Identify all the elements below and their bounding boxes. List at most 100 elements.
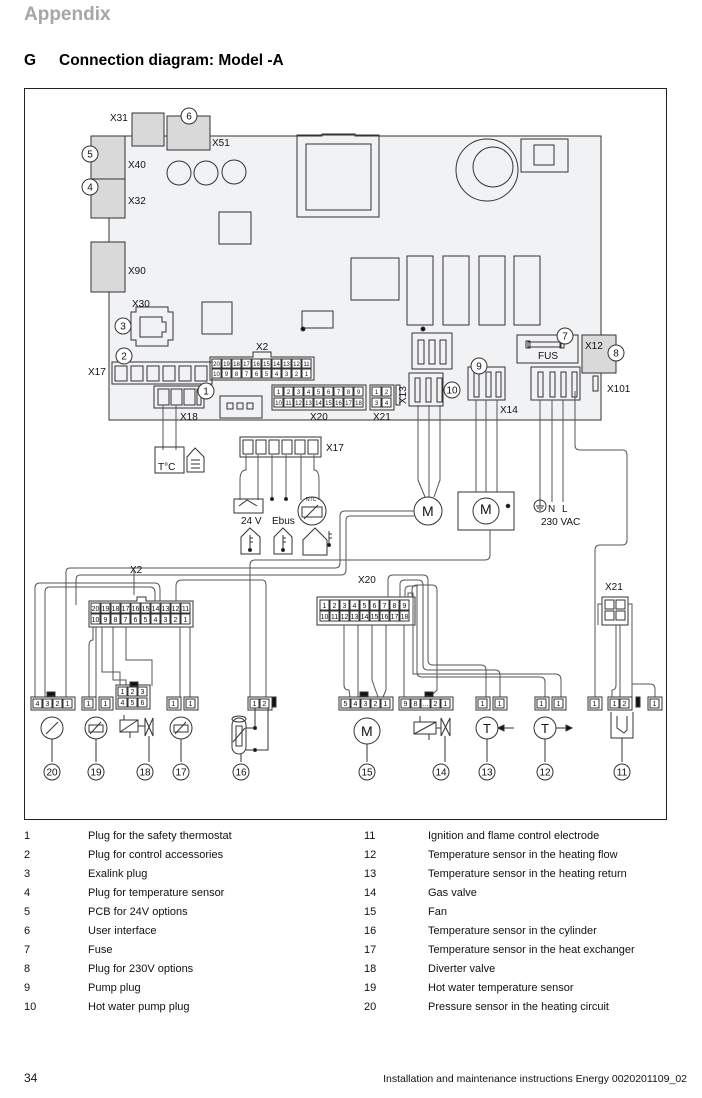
svg-text:3: 3 [164,617,168,624]
x2-pin: 1 [180,613,191,625]
x20-pin: 1 [319,599,330,611]
svg-text:5: 5 [131,700,135,707]
connector-x13 [408,372,444,407]
x2-pin: 4 [271,368,282,379]
x2-pin: 8 [110,613,121,625]
x2-pin: 20 [211,358,222,369]
svg-text:17: 17 [391,614,399,621]
callout-19: 19 [87,763,105,781]
x20-pin: 3 [339,599,350,611]
plug-electrode-b-pin: 2 [619,698,630,709]
label-ntc: NTC [306,497,317,503]
svg-text:15: 15 [263,362,270,368]
plug-electrode-c-pin: 1 [649,698,660,709]
label-x17-board: X17 [88,367,106,378]
svg-text:10: 10 [321,614,329,621]
svg-text:2: 2 [385,390,389,396]
svg-text:2: 2 [374,701,378,708]
svg-text:4: 4 [121,700,125,707]
svg-text:6: 6 [373,603,377,610]
capacitor [221,159,247,185]
svg-text:5: 5 [87,150,93,161]
x2-pin: 9 [221,368,232,379]
svg-text:9: 9 [357,390,361,396]
x20-pin: 2 [283,386,294,397]
callout-18: 18 [136,763,154,781]
svg-text:12: 12 [341,614,349,621]
x17-pin [194,365,208,382]
svg-text:7: 7 [562,332,568,343]
relay [350,257,400,301]
svg-text:3: 3 [297,390,301,396]
svg-text:9: 9 [476,362,482,373]
label-fan: M [361,723,373,739]
callout-9: 9 [470,357,488,375]
svg-text:4: 4 [36,701,40,708]
svg-text:1: 1 [203,387,209,398]
connector-x21 [601,596,629,626]
callout-15: 15 [358,763,376,781]
svg-text:14: 14 [315,401,322,407]
x20-pin: 2 [329,599,340,611]
svg-text:2: 2 [121,352,127,363]
x2-pin: 3 [160,613,171,625]
x20-pin: 5 [359,599,370,611]
label-x2: X2 [130,565,143,576]
svg-text:1: 1 [498,701,502,708]
svg-text:1: 1 [384,701,388,708]
x2-pin: 11 [180,602,191,614]
transformer [296,134,380,218]
plug-fan-pin: 2 [370,698,381,709]
svg-text:1: 1 [613,701,617,708]
svg-text:12: 12 [293,362,300,368]
x2-pin: 2 [170,613,181,625]
section-letter: G [24,52,37,69]
diverter-pin: 2 [127,686,138,697]
svg-text:12: 12 [539,768,551,779]
svg-text:12: 12 [172,606,180,613]
x2-pin: 4 [150,613,161,625]
cylinder-sensor-icon [231,717,247,755]
callout-10: 10 [443,381,461,399]
label-x21-board: X21 [373,412,391,423]
svg-text:3: 3 [285,372,289,378]
svg-text:16: 16 [335,401,342,407]
svg-text:11: 11 [285,401,292,407]
svg-text:13: 13 [283,362,290,368]
svg-text:10: 10 [92,617,100,624]
svg-text:2: 2 [287,390,291,396]
x20-pin: 13 [303,397,314,408]
x20-pin: 14 [359,610,370,622]
label-motor-hw-pump: M [422,503,434,519]
svg-text:...: ... [423,701,429,708]
svg-text:2: 2 [263,701,267,708]
label-x13: X13 [398,386,409,404]
svg-text:4: 4 [275,372,279,378]
svg-text:7: 7 [383,603,387,610]
svg-text:16: 16 [235,768,247,779]
svg-text:9: 9 [225,372,229,378]
svg-text:1: 1 [653,701,657,708]
label-fus: FUS [538,351,558,362]
x2-pin: 10 [90,613,101,625]
svg-text:1: 1 [375,390,379,396]
callout-2: 2 [115,347,133,365]
connector-x90 [90,241,126,293]
svg-text:1: 1 [87,701,91,708]
svg-text:10: 10 [213,372,220,378]
plug-gas-valve-pin: 9 [400,698,411,709]
svg-text:13: 13 [481,768,493,779]
x17-pin [255,439,267,455]
plug-pressure-sensor-pin: 2 [52,698,63,709]
plug-hex-sensor-a-pin: 1 [168,698,179,709]
relay [442,255,470,326]
x2-pin: 7 [241,368,252,379]
svg-text:6: 6 [186,112,192,123]
